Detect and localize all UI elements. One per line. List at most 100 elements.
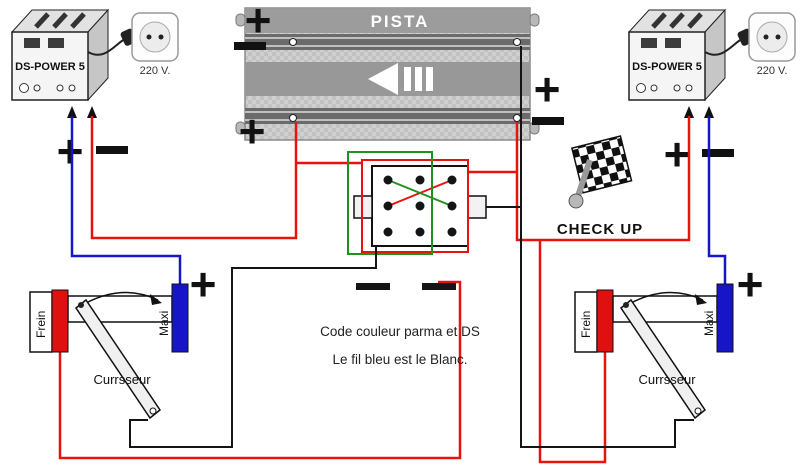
wire-red-left-psu — [90, 116, 298, 240]
power-supply-left: DS-POWER 5 220 V. — [10, 8, 179, 118]
switch-contact — [415, 175, 425, 185]
direction-arrow-bar — [404, 67, 411, 91]
cursor-tip — [694, 407, 702, 415]
psu-terminal — [685, 84, 693, 92]
checkup-logo: CHECK UP — [557, 135, 643, 238]
direction-arrow-bar — [415, 67, 422, 91]
wire-green-loop — [347, 151, 433, 255]
psu-knob — [636, 83, 646, 93]
outlet-socket — [756, 21, 788, 53]
psu-name: DS-POWER 5 — [15, 61, 85, 73]
checkup-label: CHECK UP — [557, 221, 643, 238]
wiring — [58, 46, 727, 464]
plus-track-left-top: + — [245, 0, 272, 46]
plus-left-psu: + — [57, 125, 84, 177]
outlet-hole — [775, 34, 781, 40]
voltage-label: 220 V. — [140, 65, 171, 77]
track-contacts — [289, 38, 521, 122]
cursor-label: Currsseur — [93, 372, 151, 387]
max-bar — [716, 283, 734, 353]
outlet-socket — [139, 21, 171, 53]
psu-slot — [669, 12, 685, 29]
psu-name: DS-POWER 5 — [632, 61, 702, 73]
psu-vent — [641, 38, 657, 48]
switch-contact — [447, 175, 457, 185]
brake-bar — [51, 289, 69, 353]
wire-arrow — [67, 106, 77, 118]
switch-contact — [383, 201, 393, 211]
wire-black-right-cursor — [520, 46, 694, 448]
max-bar — [171, 283, 189, 353]
minus-track-right — [532, 117, 564, 125]
flag-hand — [575, 159, 593, 197]
track-top-band — [246, 9, 529, 33]
switch-tab-right — [467, 195, 487, 219]
wire-red-right-brake — [538, 240, 607, 464]
psu-knob — [19, 83, 29, 93]
track-section: PISTA — [235, 7, 540, 141]
psu-vent — [24, 38, 40, 48]
psu-slot — [52, 12, 68, 29]
psu-slot — [70, 12, 86, 29]
power-supply-right: DS-POWER 5 220 V. — [627, 8, 796, 118]
plus-left-max: + — [190, 258, 217, 310]
wire-arrow — [87, 106, 97, 118]
wire-red-right-psu — [515, 116, 691, 242]
wire-blue-left — [70, 116, 182, 287]
outlet-hole — [146, 34, 152, 40]
wire-arrow — [704, 106, 714, 118]
plus-right-max: + — [737, 258, 764, 310]
cursor-label: Currsseur — [638, 372, 696, 387]
minus-right-psu — [702, 149, 734, 157]
wire-arrow — [684, 106, 694, 118]
minus-bar — [356, 283, 390, 290]
minus-left-psu — [96, 146, 128, 154]
track-lane-bottom — [245, 108, 530, 124]
color-code-note: Code couleur parma et DS Le fil bleu est… — [320, 324, 480, 367]
brake-label: Frein — [579, 311, 593, 338]
switch-contact — [415, 227, 425, 237]
track-contact — [289, 38, 297, 46]
psu-vent — [48, 38, 64, 48]
switch-contact — [415, 201, 425, 211]
track-contact — [289, 114, 297, 122]
cursor-tip — [149, 407, 157, 415]
psu-knob — [650, 84, 658, 92]
polarity-symbols: + + + + + + + — [57, 0, 764, 310]
psu-terminal — [68, 84, 76, 92]
note-line1: Code couleur parma et DS — [320, 324, 480, 339]
note-line2: Le fil bleu est le Blanc. — [332, 352, 467, 367]
psu-terminal — [673, 84, 681, 92]
max-label: Maxi — [702, 311, 716, 336]
track-contact — [513, 114, 521, 122]
brake-bar — [596, 289, 614, 353]
wire-blue-right — [707, 116, 727, 287]
switch-contact — [383, 175, 393, 185]
cursor-pivot — [623, 302, 629, 308]
outlet-hole — [158, 34, 164, 40]
psu-terminal — [56, 84, 64, 92]
plus-track-right: + — [534, 63, 561, 115]
minus-track-left — [234, 42, 266, 50]
wire-red-left-brake — [58, 280, 462, 460]
track-tab — [529, 13, 540, 27]
plus-right-psu: + — [664, 128, 691, 180]
psu-knob — [33, 84, 41, 92]
wire-black-left-cursor — [129, 246, 377, 448]
psu-slot — [687, 12, 703, 29]
psu-slot — [34, 12, 50, 29]
track-tab — [235, 13, 246, 27]
switch-contact — [447, 227, 457, 237]
direction-arrow-bar — [426, 67, 433, 91]
controller-left: Frein Maxi Currsseur — [29, 283, 189, 420]
track-lane-top — [245, 34, 530, 50]
max-label: Maxi — [157, 311, 171, 336]
minus-bar — [422, 283, 456, 290]
track-contact — [513, 38, 521, 46]
switch-contact — [383, 227, 393, 237]
plus-track-left-bottom: + — [239, 105, 266, 157]
voltage-label: 220 V. — [757, 65, 788, 77]
direction-arrow — [368, 63, 398, 95]
